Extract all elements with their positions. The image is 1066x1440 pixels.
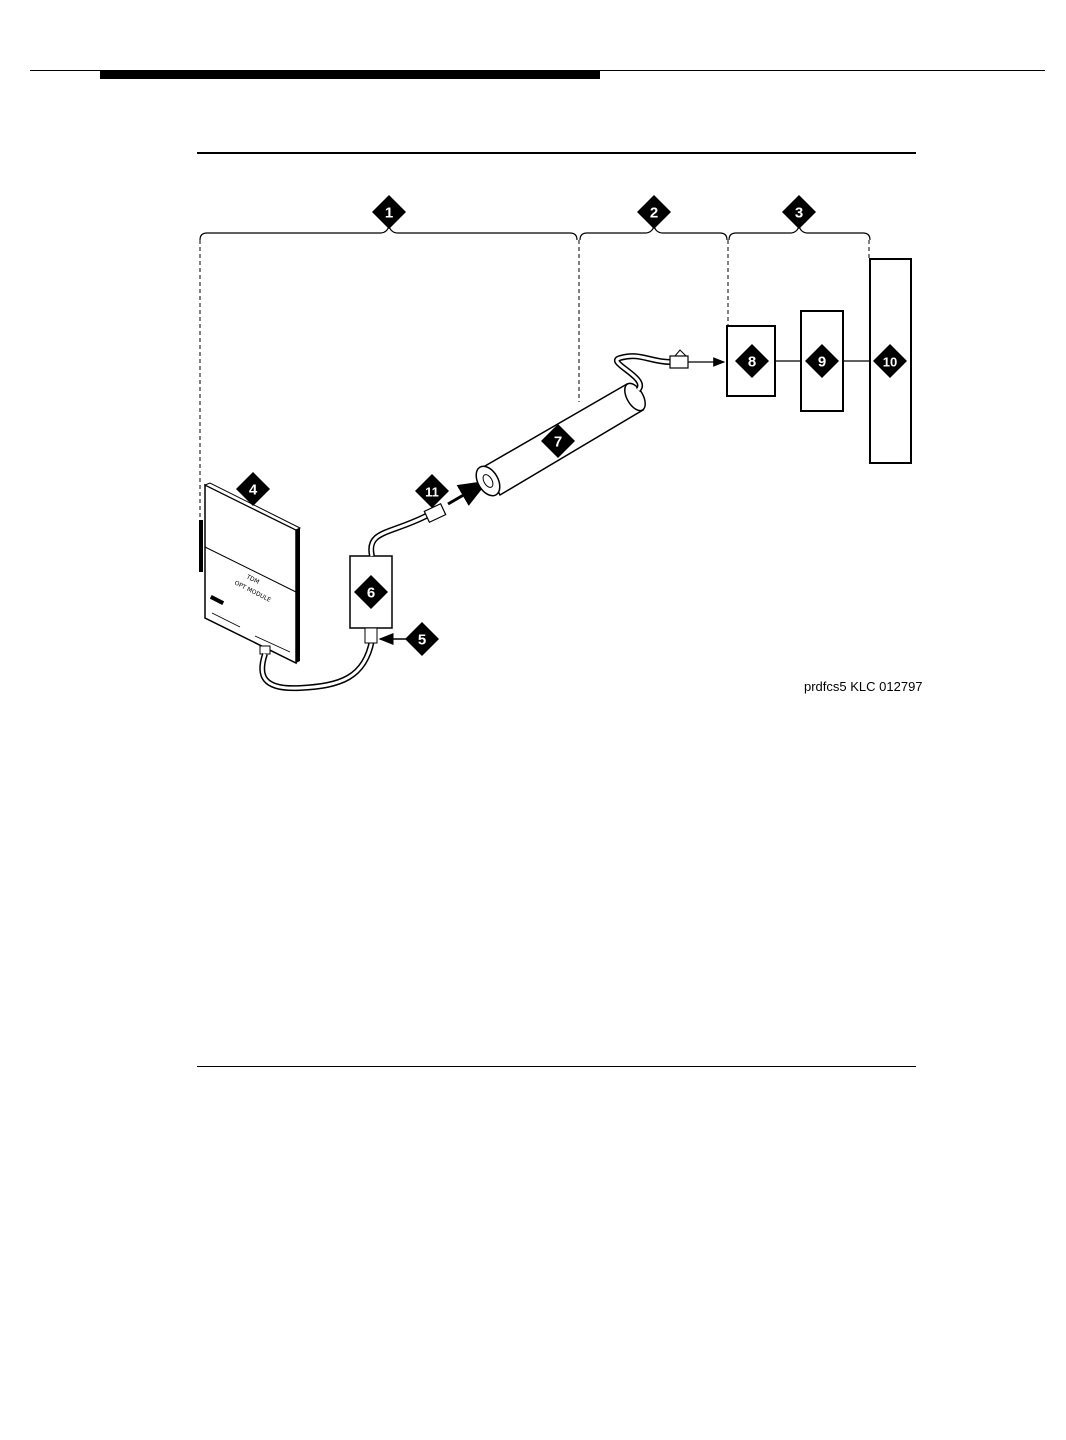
rj-plug <box>670 350 724 368</box>
brace-group <box>200 226 870 240</box>
callout-number: 1 <box>385 205 393 222</box>
callout-number: 11 <box>425 485 439 500</box>
callout-number: 6 <box>367 585 375 602</box>
callout-11: 11 <box>415 474 449 508</box>
callout-number: 4 <box>249 482 258 499</box>
callout-number: 10 <box>883 355 897 370</box>
figure-id-label: prdfcs5 KLC 012797 <box>804 679 923 694</box>
callout-2: 2 <box>637 195 671 229</box>
callout-number: 3 <box>795 205 803 222</box>
callout-number: 9 <box>818 354 826 371</box>
callout-number: 2 <box>650 205 658 222</box>
callout-3: 3 <box>782 195 816 229</box>
callout-5: 5 <box>405 622 439 656</box>
callout-number: 7 <box>554 434 562 451</box>
cable-adapter-to-plug <box>371 515 428 556</box>
callout-number: 5 <box>418 632 426 649</box>
callout-number: 8 <box>748 354 756 371</box>
module-unit: TDM OPT MODULE <box>199 483 300 663</box>
callout-1: 1 <box>372 195 406 229</box>
